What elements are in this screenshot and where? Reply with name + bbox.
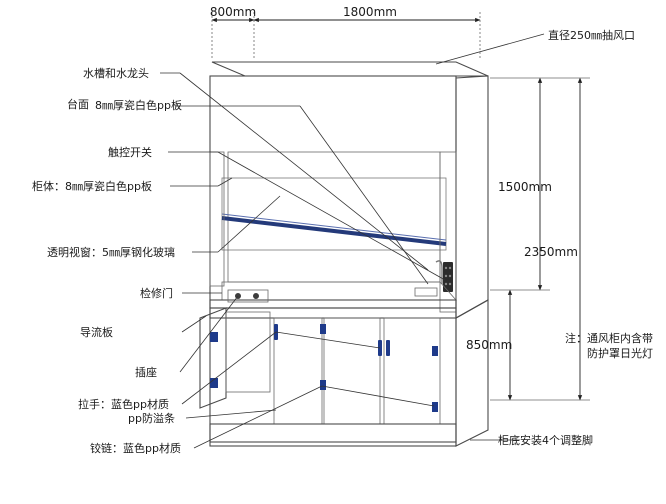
cabinet-body-label: 柜体：8㎜厚瓷白色pp板 xyxy=(32,179,152,193)
width-dimension-label: 1800mm xyxy=(343,5,397,19)
window-label: 透明视窗：5㎜厚钢化玻璃 xyxy=(47,245,175,259)
note-line-2: 防护罩日光灯 xyxy=(587,346,653,360)
handle-label: 拉手：蓝色pp材质 xyxy=(78,397,169,411)
hinge-label: 铰链：蓝色pp材质 xyxy=(90,441,181,455)
total-height-dimension-label: 2350mm xyxy=(524,245,578,259)
baffle-label: 导流板 xyxy=(80,325,113,339)
touch-switch-label: 触控开关 xyxy=(108,145,152,159)
sink-faucet-label: 水槽和水龙头 xyxy=(83,67,149,80)
leveling-feet-label: 柜底安装4个调整脚 xyxy=(498,433,593,447)
socket-label: 插座 xyxy=(135,365,157,379)
labels: 800mm 1800mm 1500mm 2350mm 850mm 直径250㎜抽… xyxy=(32,5,653,455)
base-height-dimension-label: 850mm xyxy=(466,338,512,352)
access-door-label: 检修门 xyxy=(140,286,173,300)
countertop-material-label: 8㎜厚瓷白色pp板 xyxy=(95,98,182,112)
spill-strip-label: pp防溢条 xyxy=(128,411,175,425)
upper-height-dimension-label: 1500mm xyxy=(498,180,552,194)
leader-lines xyxy=(160,33,545,449)
countertop-label: 台面 xyxy=(67,97,89,111)
fume-hood-body xyxy=(199,61,489,447)
note-line-1: 注：通风柜内含带 xyxy=(565,331,653,345)
exhaust-port-label: 直径250㎜抽风口 xyxy=(548,28,635,42)
depth-dimension-label: 800mm xyxy=(210,5,256,19)
